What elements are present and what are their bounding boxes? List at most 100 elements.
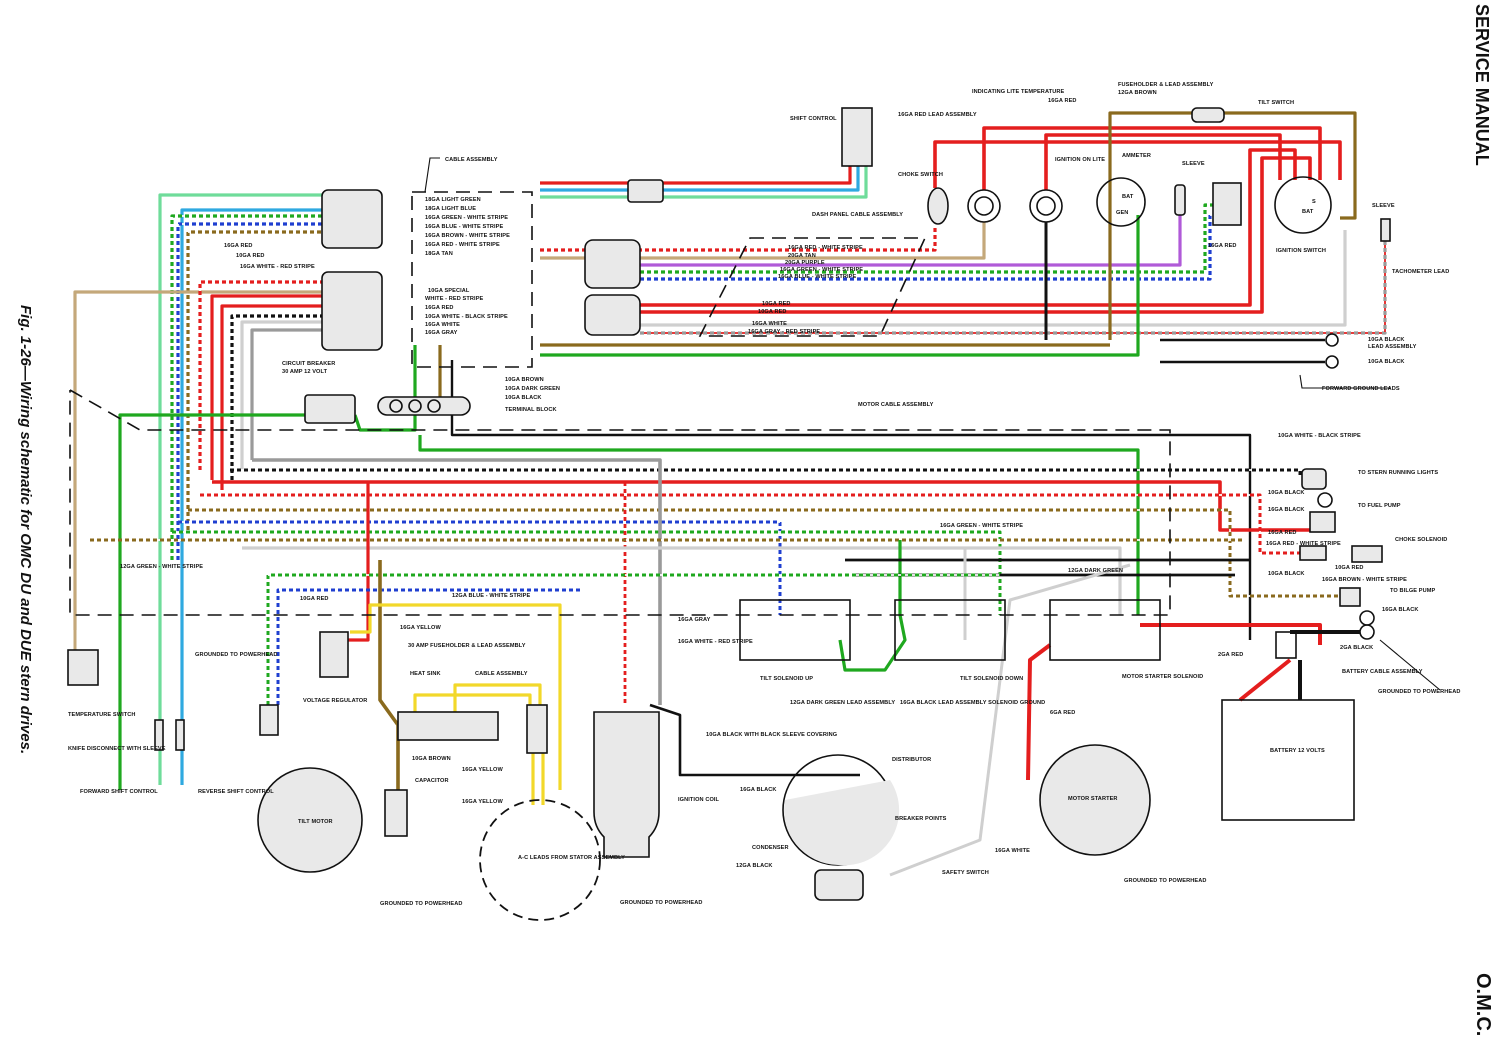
wire-red-left-2 (220, 304, 322, 490)
label-motor-starter-solenoid: MOTOR STARTER SOLENOID (1122, 674, 1203, 680)
cable-wire-label: WHITE - RED STRIPE (425, 296, 484, 302)
label-motor-cable: MOTOR CABLE ASSEMBLY (858, 402, 934, 408)
dash-wire-label: 10GA RED (762, 301, 791, 307)
cable-wire-label: 10GA WHITE - BLACK STRIPE (425, 314, 508, 320)
label-grounded-starter: GROUNDED TO POWERHEAD (1124, 878, 1207, 884)
label-tilt-motor: TILT MOTOR (298, 819, 333, 825)
cable-wire-label: 10GA SPECIAL (428, 288, 470, 294)
label-black-10ga: 10GA BLACK (1368, 359, 1405, 365)
lead-label: 10GA BLACK (505, 395, 542, 401)
motor-cable-outline (69, 389, 1171, 616)
label-ammeter-bat: BAT (1122, 194, 1134, 200)
cable-wire-label: 16GA GREEN - WHITE STRIPE (425, 215, 508, 221)
label-circuit-breaker-2: 30 AMP 12 VOLT (282, 369, 328, 375)
stator-outline (479, 799, 601, 921)
label-battery-cable: BATTERY CABLE ASSEMBLY (1342, 669, 1423, 675)
wire-run-red-white-stripe (200, 494, 1300, 554)
label-red-2ga: 2GA RED (1218, 652, 1243, 658)
label-dark-green-12: 12GA DARK GREEN (1068, 568, 1123, 574)
label-black-lead-ground: 16GA BLACK LEAD ASSEMBLY SOLENOID GROUND (900, 700, 1045, 706)
label-dark-green-lead: 12GA DARK GREEN LEAD ASSEMBLY (790, 700, 895, 706)
label-tilt-up: TILT SOLENOID UP (760, 676, 813, 682)
fuel-pump-connector (1309, 511, 1336, 533)
wire-red-white-left-stripe (199, 281, 322, 470)
connector-mid-2 (584, 294, 641, 336)
dash-wire-label: 16GA GREEN - WHITE STRIPE (780, 267, 863, 273)
wire-red-left-1 (210, 294, 322, 480)
wire-dash-red-1 (640, 148, 1297, 307)
cable-wire-label: 16GA RED - WHITE STRIPE (425, 242, 500, 248)
wire-fuse-brown (1108, 111, 1192, 340)
dash-panel-label: DASH PANEL CABLE ASSEMBLY (812, 212, 903, 218)
wire-breaker-green-2 (353, 345, 417, 432)
label-ammeter: AMMETER (1122, 153, 1151, 159)
cable-wire-label: 18GA TAN (425, 251, 453, 257)
wire-coil-black (649, 703, 860, 777)
label-condenser: CONDENSER (752, 845, 789, 851)
terminal-post (408, 399, 422, 413)
label-white-16-safety: 16GA WHITE (995, 848, 1030, 854)
wire-dash-blue-white-stripe (640, 214, 1213, 280)
label-ign-s: S (1312, 199, 1316, 205)
wire-brown-white (186, 230, 322, 530)
ignition-on-lite (1029, 189, 1063, 223)
wire-white (240, 320, 322, 470)
label-red-d: 10GA RED (1335, 565, 1364, 571)
distributor-sector (784, 780, 900, 866)
wire-dash-red-white (540, 225, 937, 252)
label-white-black: 10GA WHITE - BLACK STRIPE (1278, 433, 1361, 439)
label-yellow-16-c: 16GA YELLOW (462, 799, 504, 805)
label-tilt-down: TILT SOLENOID DOWN (960, 676, 1023, 682)
wire-dash-gray-red-stripe (640, 241, 1386, 334)
wire-brown-white-stripe (187, 231, 322, 530)
wire-top-red-3 (1044, 133, 1282, 190)
dash-wire-label: 16GA WHITE (752, 321, 787, 327)
assembly-outlines (69, 191, 1171, 616)
wire-run-red-white (200, 493, 1300, 555)
label-fuseholder-30: 30 AMP FUSEHOLDER & LEAD ASSEMBLY (408, 643, 526, 649)
wire-shift-blue (540, 166, 860, 192)
label-safety-switch: SAFETY SWITCH (942, 870, 989, 876)
label-black-12: 12GA BLACK (736, 863, 773, 869)
ignition-switch (1274, 176, 1332, 234)
label-grounded-temp: GROUNDED TO POWERHEAD (195, 652, 278, 658)
label-fuseholder: FUSEHOLDER & LEAD ASSEMBLY (1118, 82, 1214, 88)
label-battery: BATTERY 12 VOLTS (1270, 748, 1325, 754)
label-ignition-on-lite: IGNITION ON LITE (1055, 157, 1105, 163)
label-indicating-lite: INDICATING LITE TEMPERATURE (972, 89, 1064, 95)
label-red-top: 16GA RED (1048, 98, 1077, 104)
label-layer: CABLE ASSEMBLY 18GA LIGHT GREEN 18GA LIG… (68, 82, 1460, 907)
label-blue-white-12: 12GA BLUE - WHITE STRIPE (452, 593, 531, 599)
wire-light-green (158, 193, 322, 785)
label-green-white-12: 12GA GREEN - WHITE STRIPE (120, 564, 203, 570)
wire-top-red-1 (933, 140, 1342, 188)
wire-run-white (242, 546, 1122, 615)
wire-run-red (212, 480, 1310, 532)
label-cable-assembly: CABLE ASSEMBLY (445, 157, 498, 163)
label-red-left-1: 16GA RED (224, 243, 253, 249)
safety-switch (814, 869, 864, 901)
voltage-regulator (319, 631, 349, 678)
sleeve-right (1380, 218, 1391, 242)
label-black-b: 16GA BLACK (1268, 507, 1305, 513)
label-red-white-16: 16GA RED - WHITE STRIPE (1266, 541, 1341, 547)
label-stern-lights: TO STERN RUNNING LIGHTS (1358, 470, 1438, 476)
choke-switch (927, 187, 949, 225)
label-distributor: DISTRIBUTOR (892, 757, 931, 763)
wire-blue-white-stripe (177, 223, 322, 560)
label-ignition-switch: IGNITION SWITCH (1276, 248, 1326, 254)
wire-dash-tan (540, 222, 986, 260)
label-tilt-switch-red: 16GA RED (1208, 243, 1237, 249)
cable-assembly-box (411, 191, 533, 368)
label-red-left-2: 10GA RED (236, 253, 265, 259)
dash-wire-label: 20GA PURPLE (785, 260, 825, 266)
terminal-block (377, 396, 471, 416)
indicating-lite-inner (974, 196, 994, 216)
circuit-breaker (304, 394, 356, 424)
label-red-10-reg: 10GA RED (300, 596, 329, 602)
label-yellow-16-b: 16GA YELLOW (462, 767, 504, 773)
tilt-switch (1212, 182, 1242, 226)
label-black-a: 10GA BLACK (1268, 490, 1305, 496)
wire-run-green (418, 435, 1140, 615)
